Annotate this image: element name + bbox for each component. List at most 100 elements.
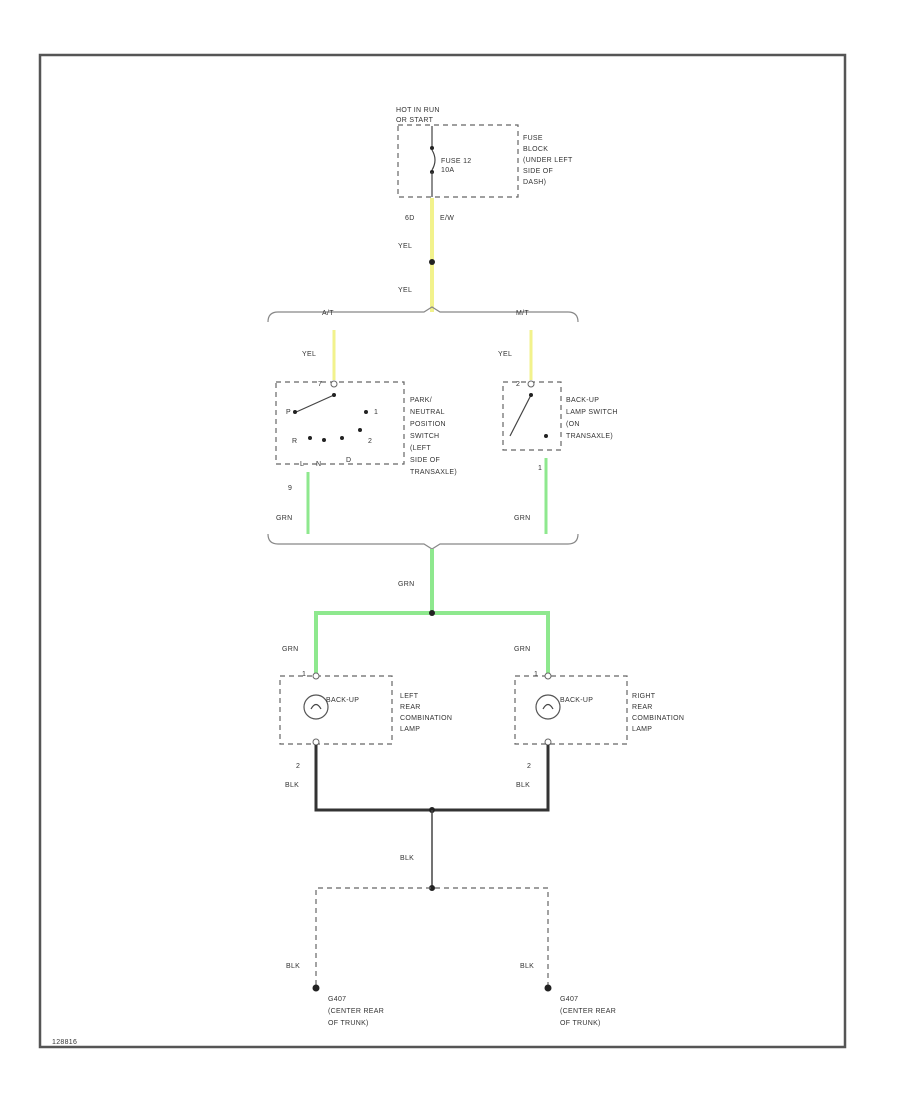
left-lamp-line-2: REAR	[400, 704, 421, 711]
fuse-rating: 10A	[441, 167, 454, 174]
wire-color-grn-common: GRN	[398, 581, 414, 588]
pn-pos-d: D	[346, 457, 351, 464]
left-lamp-terminal-out	[312, 738, 320, 746]
wire-color-grn-right: GRN	[514, 646, 530, 653]
backup-lamp-switch: 2 BACK-UP LAMP SWITCH (ON TRANSAXLE) 1	[502, 380, 617, 472]
right-rear-combination-lamp: 1 BACK-UP RIGHT REAR COMBINATION LAMP 2	[514, 671, 684, 770]
fuse-location-line-2: BLOCK	[523, 146, 548, 153]
pn-line-2: NEUTRAL	[410, 409, 445, 416]
left-lamp-pin-out: 2	[296, 763, 300, 770]
bu-pin-out: 1	[538, 465, 542, 472]
green-wire-distribution	[314, 611, 550, 675]
pn-switch-outline	[275, 381, 405, 465]
right-lamp-pin-in: 1	[534, 671, 538, 678]
fuse-terminal-label: 6D	[405, 215, 415, 222]
wire-color-yel-1: YEL	[398, 243, 412, 250]
pn-line-1: PARK/	[410, 397, 432, 404]
wire-color-yel-2: YEL	[398, 287, 412, 294]
wire-color-grn-left: GRN	[282, 646, 298, 653]
right-lamp-line-1: RIGHT	[632, 693, 656, 700]
pn-contact-2	[358, 428, 362, 432]
wire-color-blk-g-right: BLK	[520, 963, 534, 970]
pn-pos-n: N	[316, 461, 321, 468]
pn-pos-2: 2	[368, 438, 372, 445]
fuse-location-line-4: SIDE OF	[523, 168, 553, 175]
green-splice	[429, 610, 435, 616]
pn-switch-arm-icon	[293, 394, 335, 414]
right-lamp-outline	[514, 675, 628, 745]
ground-right-line-1: G407	[560, 996, 578, 1003]
ground-left-line-3: OF TRUNK)	[328, 1020, 369, 1027]
fuse-location-line-3: (UNDER LEFT	[523, 157, 573, 164]
black-splice-lower	[429, 885, 435, 891]
pn-pos-l: L	[300, 461, 304, 468]
right-lamp-line-3: COMBINATION	[632, 715, 684, 722]
left-bulb-filament-icon	[310, 703, 322, 710]
pn-line-7: TRANSAXLE)	[410, 469, 457, 476]
left-lamp-line-4: LAMP	[400, 726, 420, 733]
pn-pos-1: 1	[374, 409, 378, 416]
figure-id: 128816	[52, 1039, 77, 1046]
fuse-block-outline	[397, 124, 519, 198]
black-wire-join	[314, 745, 550, 812]
fuse-location-line-5: DASH)	[523, 179, 546, 186]
wire-color-blk-common: BLK	[400, 855, 414, 862]
wire-color-yel-mt: YEL	[498, 351, 512, 358]
variant-bracket-bottom	[267, 533, 579, 550]
right-bulb-icon	[535, 694, 561, 720]
diagram-frame	[38, 53, 847, 1049]
right-lamp-line-4: LAMP	[632, 726, 652, 733]
fuse-element-icon	[431, 149, 436, 171]
fuse-location-line-1: FUSE	[523, 135, 543, 142]
ground-left-line-1: G407	[328, 996, 346, 1003]
bu-input-terminal	[527, 380, 535, 388]
pn-line-3: POSITION	[410, 421, 446, 428]
left-lamp-bulb-label: BACK-UP	[326, 697, 359, 704]
park-neutral-switch: 7 P 1 R 2 N L D PARK/ NEUTRAL POSITION S…	[275, 380, 457, 492]
ground-left-icon	[312, 984, 320, 992]
right-lamp-terminal-out	[544, 738, 552, 746]
wire-color-blk-left: BLK	[285, 782, 299, 789]
wire-color-yel-at: YEL	[302, 351, 316, 358]
ground-right-line-2: (CENTER REAR	[560, 1008, 616, 1015]
left-lamp-line-1: LEFT	[400, 693, 419, 700]
bu-switch-arm-icon	[509, 394, 532, 437]
bu-line-3: (ON	[566, 421, 580, 428]
wire-color-grn-at: GRN	[276, 515, 292, 522]
fuse-block: HOT IN RUN OR START FUSE 12 10A FUSE BLO…	[396, 107, 573, 222]
bu-pivot	[529, 393, 533, 397]
variant-auto-label: A/T	[322, 310, 334, 317]
bu-contact	[544, 434, 548, 438]
pn-contact-r	[308, 436, 312, 440]
wire-color-blk-g-left: BLK	[286, 963, 300, 970]
right-lamp-terminal-in	[544, 672, 552, 680]
left-bulb-icon	[303, 694, 329, 720]
hot-label-line-2: OR START	[396, 117, 434, 124]
pn-pivot	[332, 393, 336, 397]
pn-contact-n	[322, 438, 326, 442]
ground-wire-dashed	[315, 887, 549, 985]
pn-contact-d	[340, 436, 344, 440]
right-lamp-bulb-label: BACK-UP	[560, 697, 593, 704]
right-lamp-pin-out: 2	[527, 763, 531, 770]
pn-contact-p	[293, 410, 297, 414]
bu-line-4: TRANSAXLE)	[566, 433, 613, 440]
bu-pin-in: 2	[516, 381, 520, 388]
pn-line-6: SIDE OF	[410, 457, 440, 464]
wire-color-grn-mt: GRN	[514, 515, 530, 522]
pn-line-4: SWITCH	[410, 433, 439, 440]
fuse-terminal-label-2: E/W	[440, 215, 454, 222]
variant-bracket-top	[267, 306, 579, 323]
hot-label-line-1: HOT IN RUN	[396, 107, 440, 114]
ground-right-line-3: OF TRUNK)	[560, 1020, 601, 1027]
right-lamp-line-2: REAR	[632, 704, 653, 711]
pn-line-5: (LEFT	[410, 445, 431, 452]
left-rear-combination-lamp: 1 BACK-UP LEFT REAR COMBINATION LAMP 2	[279, 671, 452, 770]
variant-manual-label: M/T	[516, 310, 529, 317]
pn-pos-r: R	[292, 438, 297, 445]
ground-left-line-2: (CENTER REAR	[328, 1008, 384, 1015]
left-lamp-outline	[279, 675, 393, 745]
pn-input-terminal	[330, 380, 338, 388]
pn-pin-out: 9	[288, 485, 292, 492]
left-lamp-pin-in: 1	[302, 671, 306, 678]
